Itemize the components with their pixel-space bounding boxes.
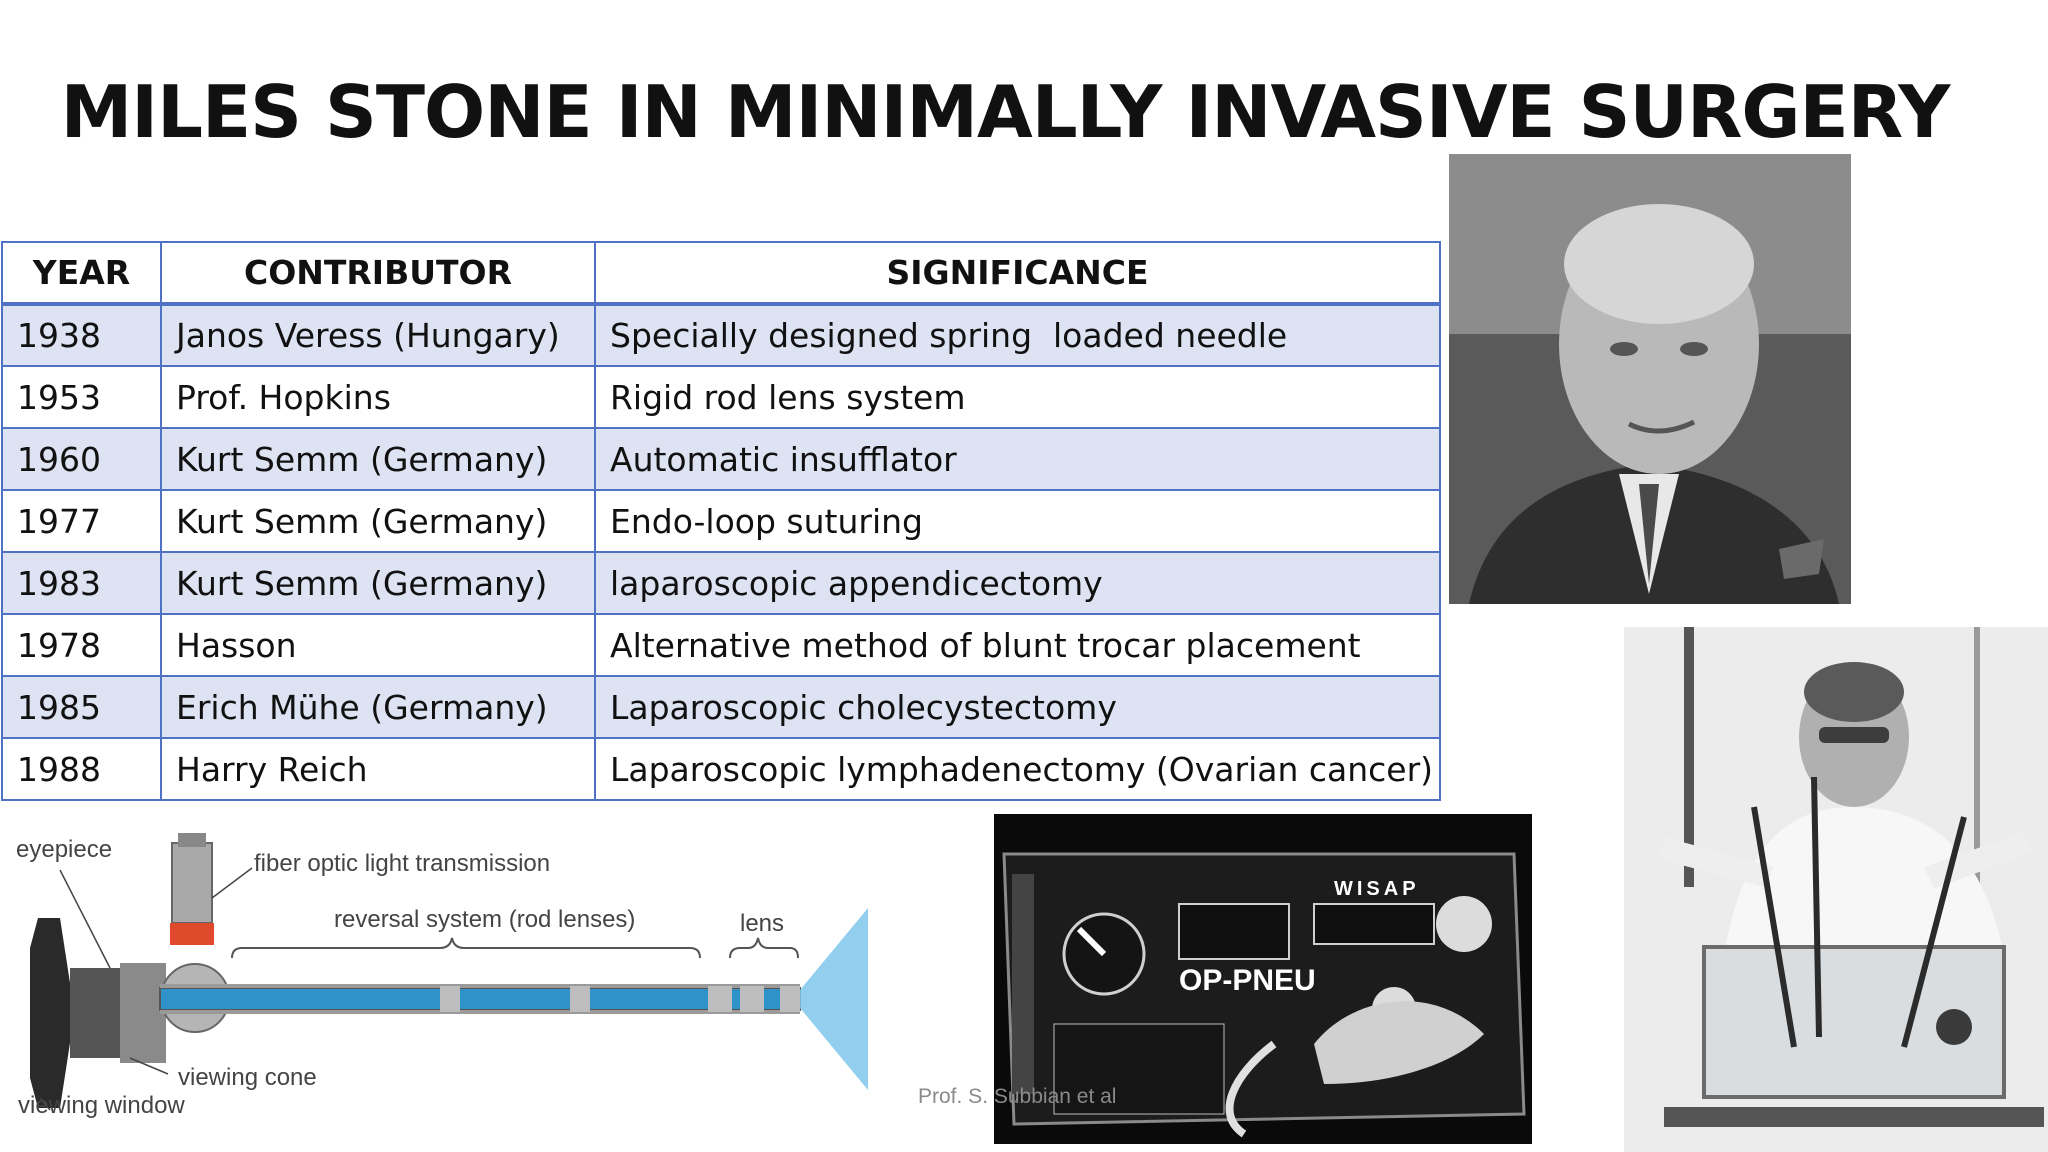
insufflator-panel-icon (994, 814, 1532, 1144)
label-viewing-cone: viewing cone (178, 1064, 317, 1091)
cell-contributor: Kurt Semm (Germany) (160, 489, 596, 553)
cell-significance: Laparoscopic lymphadenectomy (Ovarian ca… (594, 737, 1441, 801)
device-model-label: OP-PNEU (1179, 964, 1316, 997)
cell-contributor: Erich Mühe (Germany) (160, 675, 596, 739)
cell-significance: Automatic insufflator (594, 427, 1441, 491)
header-significance: SIGNIFICANCE (594, 241, 1441, 306)
cell-year: 1985 (1, 675, 162, 739)
rod-lens-endoscope-diagram: eyepiece fiber optic light transmission … (0, 828, 880, 1152)
milestones-table: YEAR CONTRIBUTOR SIGNIFICANCE 1938 Janos… (1, 241, 1441, 801)
cell-year: 1988 (1, 737, 162, 801)
cell-significance: Specially designed spring loaded needle (594, 303, 1441, 367)
cell-contributor: Kurt Semm (Germany) (160, 551, 596, 615)
cell-year: 1960 (1, 427, 162, 491)
photo-surgeon-with-trainer (1624, 627, 2048, 1152)
insufflator-device-photo: WISAP OP-PNEU (994, 814, 1532, 1144)
cell-contributor: Janos Veress (Hungary) (160, 303, 596, 367)
cell-year: 1953 (1, 365, 162, 429)
cell-contributor: Hasson (160, 613, 596, 677)
table-row: 1988 Harry Reich Laparoscopic lymphadene… (1, 737, 1441, 801)
header-contributor: CONTRIBUTOR (160, 241, 596, 306)
cell-contributor: Harry Reich (160, 737, 596, 801)
label-fiber-optic: fiber optic light transmission (254, 850, 551, 877)
table-row: 1985 Erich Mühe (Germany) Laparoscopic c… (1, 675, 1441, 739)
cell-significance: Rigid rod lens system (594, 365, 1441, 429)
cell-year: 1983 (1, 551, 162, 615)
surgeon-illustration-icon (1624, 627, 2048, 1152)
label-viewing-window: viewing window (18, 1092, 185, 1119)
portrait-silhouette-icon (1449, 154, 1851, 604)
endoscope-diagram-icon (30, 833, 868, 1111)
table-row: 1978 Hasson Alternative method of blunt … (1, 613, 1441, 677)
table-row: 1983 Kurt Semm (Germany) laparoscopic ap… (1, 551, 1441, 615)
label-eyepiece: eyepiece (16, 836, 113, 863)
cell-significance: Alternative method of blunt trocar place… (594, 613, 1441, 677)
cell-year: 1978 (1, 613, 162, 677)
cell-significance: Laparoscopic cholecystectomy (594, 675, 1441, 739)
cell-contributor: Prof. Hopkins (160, 365, 596, 429)
cell-year: 1938 (1, 303, 162, 367)
cell-contributor: Kurt Semm (Germany) (160, 427, 596, 491)
table-row: 1977 Kurt Semm (Germany) Endo-loop sutur… (1, 489, 1441, 553)
device-brand-label: WISAP (1334, 878, 1420, 900)
label-lens: lens (740, 910, 785, 937)
table-row: 1938 Janos Veress (Hungary) Specially de… (1, 303, 1441, 367)
table-row: 1953 Prof. Hopkins Rigid rod lens system (1, 365, 1441, 429)
header-year: YEAR (1, 241, 162, 306)
cell-significance: laparoscopic appendicectomy (594, 551, 1441, 615)
table-header-row: YEAR CONTRIBUTOR SIGNIFICANCE (1, 241, 1441, 306)
slide-title: MILES STONE IN MINIMALLY INVASIVE SURGER… (60, 70, 1951, 154)
portrait-photo-older-man (1449, 154, 1851, 604)
table-row: 1960 Kurt Semm (Germany) Automatic insuf… (1, 427, 1441, 491)
slide-footer-credit: Prof. S. Subbian et al (918, 1085, 1117, 1108)
cell-year: 1977 (1, 489, 162, 553)
label-reversal-system: reversal system (rod lenses) (334, 906, 636, 933)
cell-significance: Endo-loop suturing (594, 489, 1441, 553)
